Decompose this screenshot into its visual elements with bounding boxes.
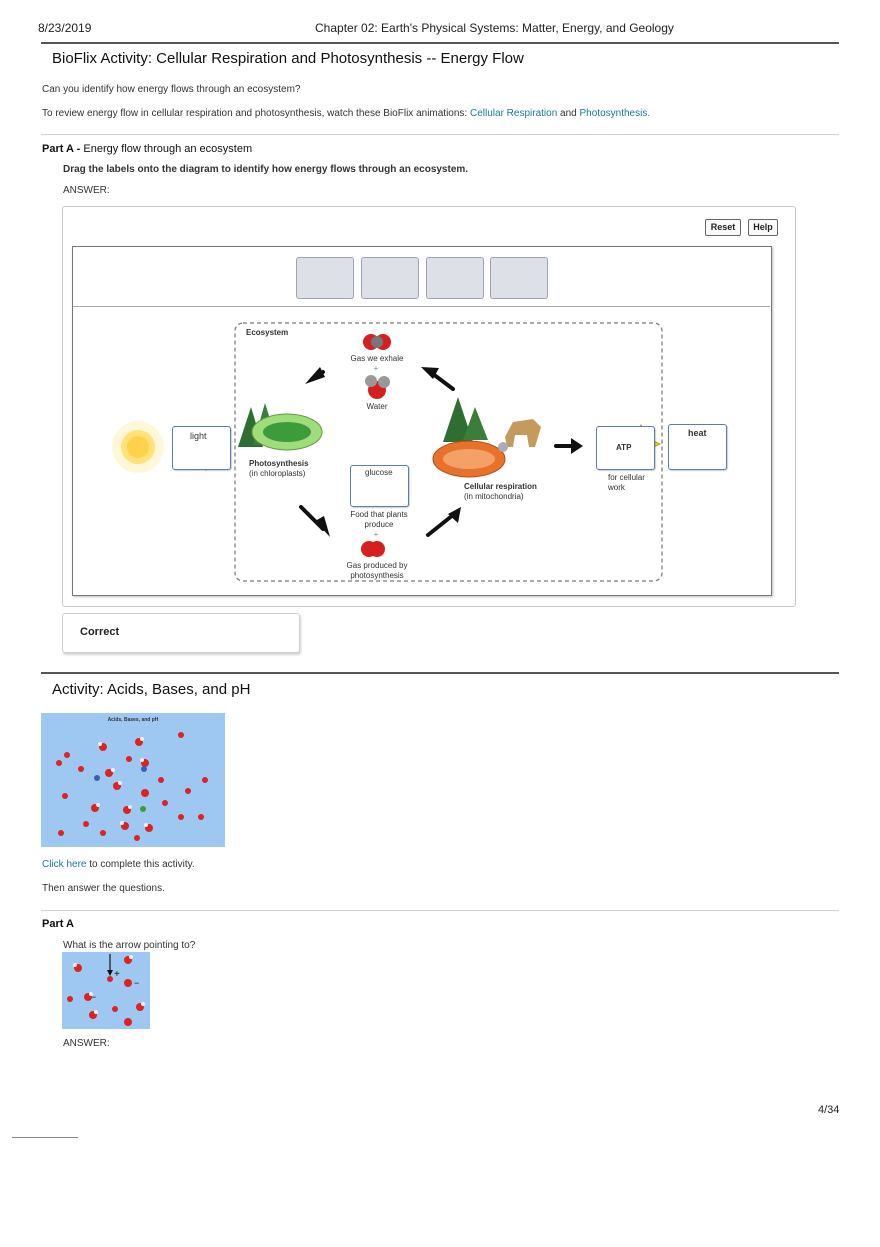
- activity-divider: [41, 672, 839, 674]
- page-number: 4/34: [818, 1104, 840, 1116]
- part-a-label: Part A -: [42, 143, 81, 155]
- molecules-illustration: [56, 732, 208, 841]
- activity-title: BioFlix Activity: Cellular Respiration a…: [52, 50, 524, 67]
- review-prefix: To review energy flow in cellular respir…: [42, 108, 468, 119]
- feedback-box: Correct: [62, 613, 300, 653]
- print-chapter-title: Chapter 02: Earth's Physical Systems: Ma…: [315, 21, 674, 35]
- top-divider: [41, 42, 839, 44]
- activity-question: Can you identify how energy flows throug…: [42, 84, 301, 95]
- atp-label-box[interactable]: [596, 426, 655, 470]
- click-here-link[interactable]: Click here: [42, 859, 87, 870]
- atp-label: ATP: [616, 443, 632, 452]
- energy-flow-diagram: [112, 322, 703, 582]
- part-a-heading: Part A - Energy flow through an ecosyste…: [42, 143, 252, 155]
- gas-exhale-label: Gas we exhale: [350, 354, 404, 363]
- section-divider: [41, 134, 839, 135]
- light-label: light: [190, 431, 207, 441]
- cellular-work-label: for cellular work: [608, 473, 645, 492]
- cellular-respiration-label: Cellular respiration: [464, 482, 537, 491]
- part-a2-answer-label: ANSWER:: [63, 1038, 110, 1049]
- activity2-title: Activity: Acids, Bases, and pH: [52, 681, 251, 698]
- arrow-molecule-image: + − −: [62, 952, 150, 1029]
- footer-mark: [12, 1137, 78, 1138]
- sun-icon: [112, 421, 164, 473]
- svg-text:−: −: [134, 978, 139, 988]
- cellular-respiration-icon: [432, 397, 541, 478]
- answer-instruction: Then answer the questions.: [42, 883, 165, 894]
- thumbnail-title: Acids, Bases, and pH: [107, 717, 159, 723]
- label-slot[interactable]: [296, 257, 354, 299]
- light-label-box[interactable]: light: [172, 426, 231, 470]
- o2-molecule-icon: [361, 541, 385, 557]
- label-slot[interactable]: [361, 257, 419, 299]
- food-plants-label: Food that plants produce: [350, 510, 408, 529]
- label-slot[interactable]: [490, 257, 548, 299]
- feedback-text: Correct: [80, 626, 120, 638]
- arrow-molecules-illustration: + − −: [67, 954, 145, 1026]
- svg-text:+: +: [114, 969, 120, 980]
- heat-label-box[interactable]: heat: [668, 424, 727, 470]
- chloroplasts-label: (in chloroplasts): [249, 469, 306, 478]
- part-a-subtitle: Energy flow through an ecosystem: [83, 143, 253, 155]
- water-molecule-icon: [365, 375, 390, 399]
- water-label: Water: [366, 402, 388, 411]
- answer-label: ANSWER:: [63, 185, 110, 196]
- gas-produced-label: Gas produced by photosynthesis: [346, 561, 408, 580]
- heat-label: heat: [688, 428, 707, 438]
- cellular-respiration-link[interactable]: Cellular Respiration: [470, 108, 558, 119]
- print-date: 8/23/2019: [38, 21, 92, 35]
- diagram-workspace: [72, 246, 772, 596]
- arrow-to-exhale-icon: [431, 372, 455, 391]
- ecosystem-boundary: [234, 322, 663, 582]
- part-a2-divider: [41, 910, 839, 911]
- drag-instruction: Drag the labels onto the diagram to iden…: [63, 164, 469, 175]
- click-here-line: Click here to complete this activity.: [42, 859, 195, 870]
- part-a2-question: What is the arrow pointing to?: [63, 940, 196, 951]
- part-a2-label: Part A: [42, 918, 74, 930]
- photosynthesis-label: Photosynthesis: [249, 459, 309, 468]
- glucose-label-box[interactable]: glucose: [350, 465, 409, 507]
- label-slot[interactable]: [426, 257, 484, 299]
- svg-text:−: −: [91, 992, 96, 1002]
- plus-sign-top: +: [373, 364, 379, 373]
- reset-button[interactable]: Reset: [705, 219, 741, 236]
- review-text: To review energy flow in cellular respir…: [42, 108, 650, 119]
- and-text: and: [560, 108, 577, 119]
- help-button[interactable]: Help: [748, 219, 778, 236]
- photosynthesis-plant-icon: [238, 403, 323, 451]
- arrow-to-respiration-icon: [426, 513, 455, 537]
- acids-bases-thumbnail[interactable]: Acids, Bases, and pH: [41, 713, 225, 847]
- photosynthesis-link[interactable]: Photosynthesis.: [579, 108, 651, 119]
- mitochondria-label: (in mitochondria): [464, 492, 524, 501]
- glucose-label: glucose: [365, 468, 393, 477]
- plus-sign-bottom: +: [373, 530, 379, 539]
- ecosystem-label: Ecosystem: [246, 328, 289, 337]
- click-here-rest: to complete this activity.: [89, 859, 195, 870]
- label-tray-divider: [73, 306, 770, 307]
- co2-molecule-icon: [363, 334, 391, 350]
